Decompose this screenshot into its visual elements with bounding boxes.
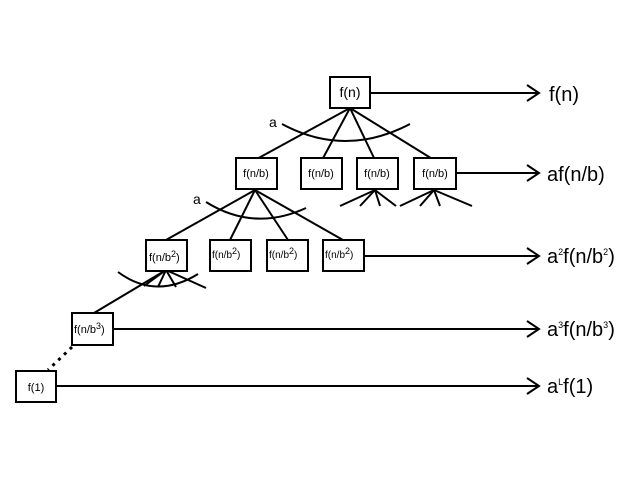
svg-text:f(n): f(n) [340,84,361,100]
branch-arc-level1 [205,201,307,220]
svg-text:f(n/b): f(n/b) [422,168,448,180]
node-level2-4: f(n/b2) [322,239,365,272]
level-sum-4: aLf(1) [547,376,593,398]
edges-level2 [93,269,207,314]
edges-root [254,107,435,161]
branch-label-a-root: a [269,114,277,130]
node-level2-3: f(n/b2) [266,239,309,272]
level-sum-2: a2f(n/b2) [547,246,615,268]
node-level1-2: f(n/b) [300,157,343,190]
svg-text:f(n/b2): f(n/b2) [212,246,240,261]
level-arrows [57,84,541,395]
edges-level1 [165,189,344,241]
svg-text:f(1): f(1) [28,382,45,394]
svg-text:f(n/b): f(n/b) [364,168,390,180]
branch-label-a-level1: a [193,191,201,207]
level-sum-3: a3f(n/b3) [547,319,615,341]
ellipsis-path [46,345,74,372]
stub-edges-level1 [339,189,473,207]
level-sum-0: f(n) [549,84,579,106]
node-level1-3: f(n/b) [356,157,399,190]
branch-arc-root [281,123,411,142]
svg-text:f(n/b2): f(n/b2) [269,246,297,261]
node-level2-1: f(n/b2) [145,239,188,272]
svg-text:f(n/b2): f(n/b2) [149,249,180,264]
svg-text:f(n/b): f(n/b) [243,168,269,180]
node-level1-1: f(n/b) [235,157,278,190]
svg-text:f(n/b): f(n/b) [308,168,334,180]
branch-arc-level2 [117,271,199,288]
node-root: f(n) [329,76,371,109]
svg-text:f(n/b3): f(n/b3) [74,321,105,336]
svg-text:f(n/b2): f(n/b2) [325,246,353,261]
node-leaf: f(1) [15,370,57,403]
node-level1-4: f(n/b) [413,157,457,190]
level-sum-1: af(n/b) [547,164,605,186]
node-level3: f(n/b3) [71,312,114,346]
node-level2-2: f(n/b2) [209,239,252,272]
